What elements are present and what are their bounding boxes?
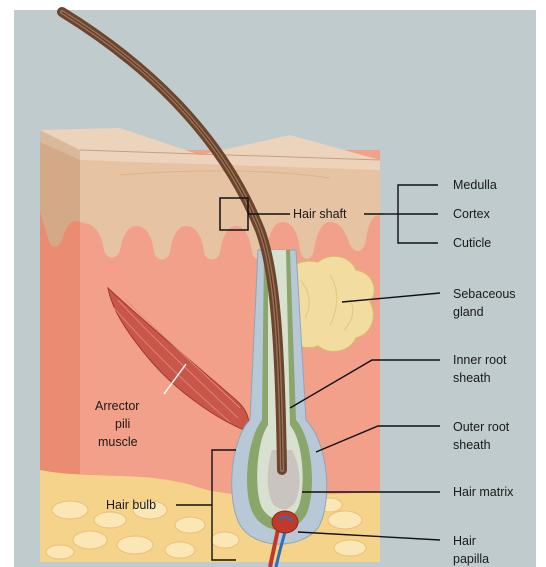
label-sebaceous-1: Sebaceous xyxy=(453,287,516,301)
label-cuticle: Cuticle xyxy=(453,236,491,250)
label-arrector-3: muscle xyxy=(98,435,138,449)
label-outer-root-2: sheath xyxy=(453,438,491,452)
label-arrector-2: pili xyxy=(115,417,130,431)
label-outer-root-1: Outer root xyxy=(453,420,510,434)
label-sebaceous-2: gland xyxy=(453,305,484,319)
label-hair-papilla-1: Hair xyxy=(453,534,476,548)
label-hair-matrix: Hair matrix xyxy=(453,485,514,499)
label-cortex: Cortex xyxy=(453,207,491,221)
label-arrector-1: Arrector xyxy=(95,399,139,413)
label-inner-root-2: sheath xyxy=(453,371,491,385)
label-hair-bulb: Hair bulb xyxy=(106,498,156,512)
label-inner-root-1: Inner root xyxy=(453,353,507,367)
hair-papilla xyxy=(272,511,298,533)
label-hair-shaft: Hair shaft xyxy=(293,207,347,221)
label-medulla: Medulla xyxy=(453,178,497,192)
label-hair-papilla-2: papilla xyxy=(453,552,489,566)
